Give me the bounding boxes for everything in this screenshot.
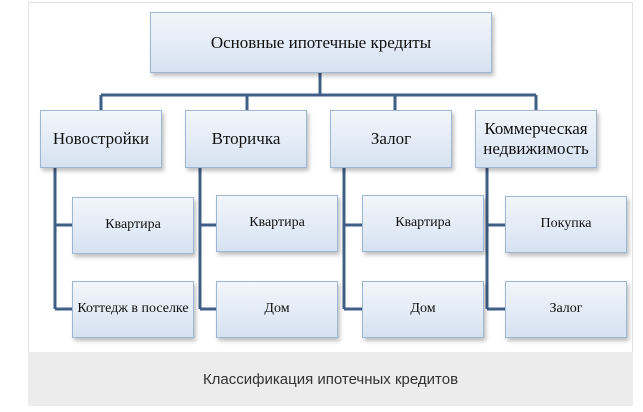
category-node-new-builds: Новостройки: [40, 110, 162, 168]
child-node-new-builds-apartment: Квартира: [72, 197, 194, 254]
category-node-collateral: Залог: [330, 110, 452, 168]
category-node-commercial: Коммерческая недвижимость: [475, 110, 597, 168]
caption-bar: [28, 352, 633, 406]
child-node-commercial-collateral: Залог: [505, 281, 627, 338]
child-node-commercial-purchase: Покупка: [505, 196, 627, 253]
child-node-label: Квартира: [105, 217, 161, 233]
category-node-label: Коммерческая недвижимость: [483, 119, 589, 158]
root-node: Основные ипотечные кредиты: [150, 12, 492, 73]
category-node-label: Залог: [370, 129, 412, 149]
caption-text: Классификация ипотечных кредитов: [202, 370, 459, 388]
category-node-label: Вторичка: [211, 129, 281, 149]
category-node-label: Новостройки: [52, 129, 150, 149]
child-node-label: Дом: [264, 301, 290, 317]
root-node-label: Основные ипотечные кредиты: [210, 32, 432, 52]
child-node-new-builds-cottage: Коттедж в поселке: [72, 281, 194, 338]
category-node-secondary: Вторичка: [185, 110, 307, 168]
child-node-secondary-house: Дом: [216, 281, 338, 338]
child-node-collateral-house: Дом: [362, 281, 484, 338]
child-node-label: Залог: [549, 301, 583, 317]
child-node-secondary-apartment: Квартира: [216, 195, 338, 252]
child-node-label: Дом: [410, 301, 436, 317]
child-node-collateral-apartment: Квартира: [362, 195, 484, 252]
child-node-label: Коттедж в поселке: [77, 301, 189, 317]
child-node-label: Покупка: [540, 216, 592, 232]
child-node-label: Квартира: [249, 215, 305, 231]
figure-caption: Классификация ипотечных кредитов: [28, 352, 633, 406]
child-node-label: Квартира: [395, 215, 451, 231]
